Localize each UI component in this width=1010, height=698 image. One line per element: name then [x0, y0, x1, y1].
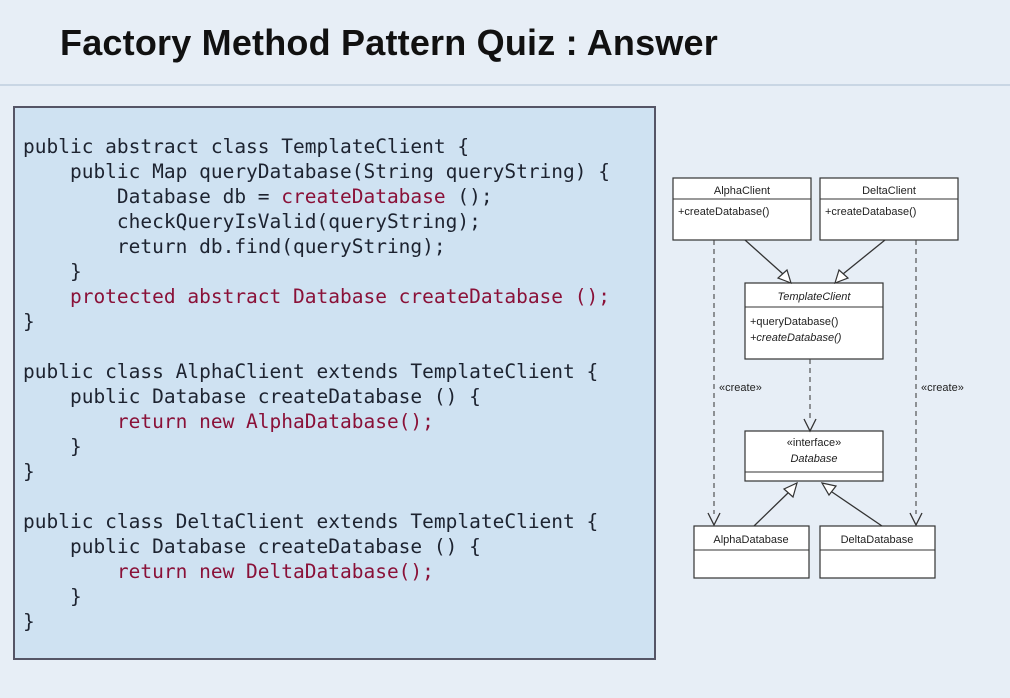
dependency-template-database	[803, 359, 817, 433]
dependency-create-left: «create»	[707, 240, 762, 527]
code-panel: public abstract class TemplateClient { p…	[13, 106, 656, 660]
code-highlight: createDatabase	[281, 185, 446, 208]
code-line: protected abstract Database createDataba…	[23, 284, 610, 309]
code-highlight: return new AlphaDatabase();	[23, 410, 434, 433]
code-line: }	[23, 609, 610, 634]
interface-database: «interface» Database	[744, 430, 884, 482]
code-text: return db.find(queryString);	[23, 235, 446, 258]
template-client-name: TemplateClient	[778, 291, 852, 303]
code-line: return new AlphaDatabase();	[23, 409, 610, 434]
class-alpha-database: AlphaDatabase	[693, 525, 810, 579]
code-highlight: return new DeltaDatabase();	[23, 560, 434, 583]
code-text: ();	[445, 185, 493, 208]
code-text: }	[23, 460, 35, 483]
template-client-op-query: +queryDatabase()	[750, 316, 838, 328]
code-line: }	[23, 459, 610, 484]
code-block: public abstract class TemplateClient { p…	[23, 134, 610, 634]
code-line: checkQueryIsValid(queryString);	[23, 209, 610, 234]
realization-alpha-database	[753, 481, 798, 527]
code-text: public Database createDatabase () {	[23, 535, 481, 558]
code-line: public abstract class TemplateClient {	[23, 134, 610, 159]
code-line: public class DeltaClient extends Templat…	[23, 509, 610, 534]
dependency-create-right: «create»	[909, 240, 964, 527]
code-text: }	[23, 610, 35, 633]
code-text: }	[23, 310, 35, 333]
code-line: public Database createDatabase () {	[23, 384, 610, 409]
code-line: public Database createDatabase () {	[23, 534, 610, 559]
class-template-client: TemplateClient +queryDatabase() +createD…	[744, 282, 884, 360]
code-line: Database db = createDatabase ();	[23, 184, 610, 209]
class-alpha-client: AlphaClient +createDatabase()	[672, 177, 812, 241]
realization-delta-database	[820, 482, 883, 527]
database-name: Database	[790, 453, 837, 465]
code-text: public class DeltaClient extends Templat…	[23, 510, 599, 533]
delta-database-name: DeltaDatabase	[841, 534, 914, 546]
code-line: return new DeltaDatabase();	[23, 559, 610, 584]
code-text: checkQueryIsValid(queryString);	[23, 210, 481, 233]
code-text: }	[23, 260, 82, 283]
delta-client-name: DeltaClient	[862, 185, 916, 197]
slide-title: Factory Method Pattern Quiz : Answer	[60, 22, 718, 63]
create-right-label: «create»	[921, 382, 964, 394]
generalization-delta-client	[834, 239, 886, 285]
code-text: public class AlphaClient extends Templat…	[23, 360, 599, 383]
generalization-alpha-client	[744, 239, 792, 285]
database-stereotype: «interface»	[787, 437, 841, 449]
delta-client-op: +createDatabase()	[825, 206, 916, 218]
create-left-label: «create»	[719, 382, 762, 394]
code-line: }	[23, 584, 610, 609]
code-line: public class AlphaClient extends Templat…	[23, 359, 610, 384]
code-line: }	[23, 434, 610, 459]
code-text: public Map queryDatabase(String queryStr…	[23, 160, 610, 183]
alpha-client-op: +createDatabase()	[678, 206, 769, 218]
template-client-op-create: +createDatabase()	[750, 332, 842, 344]
code-highlight: protected abstract Database createDataba…	[23, 285, 610, 308]
class-delta-database: DeltaDatabase	[819, 525, 936, 579]
code-text: }	[23, 435, 82, 458]
code-line: public Map queryDatabase(String queryStr…	[23, 159, 610, 184]
title-divider	[0, 84, 1010, 86]
class-delta-client: DeltaClient +createDatabase()	[819, 177, 959, 241]
code-text: public Database createDatabase () {	[23, 385, 481, 408]
code-text: }	[23, 585, 82, 608]
code-text: Database db =	[23, 185, 282, 208]
code-line: }	[23, 259, 610, 284]
code-line: return db.find(queryString);	[23, 234, 610, 259]
alpha-client-name: AlphaClient	[714, 185, 770, 197]
alpha-database-name: AlphaDatabase	[713, 534, 788, 546]
code-text: public abstract class TemplateClient {	[23, 135, 470, 158]
code-line: }	[23, 309, 610, 334]
